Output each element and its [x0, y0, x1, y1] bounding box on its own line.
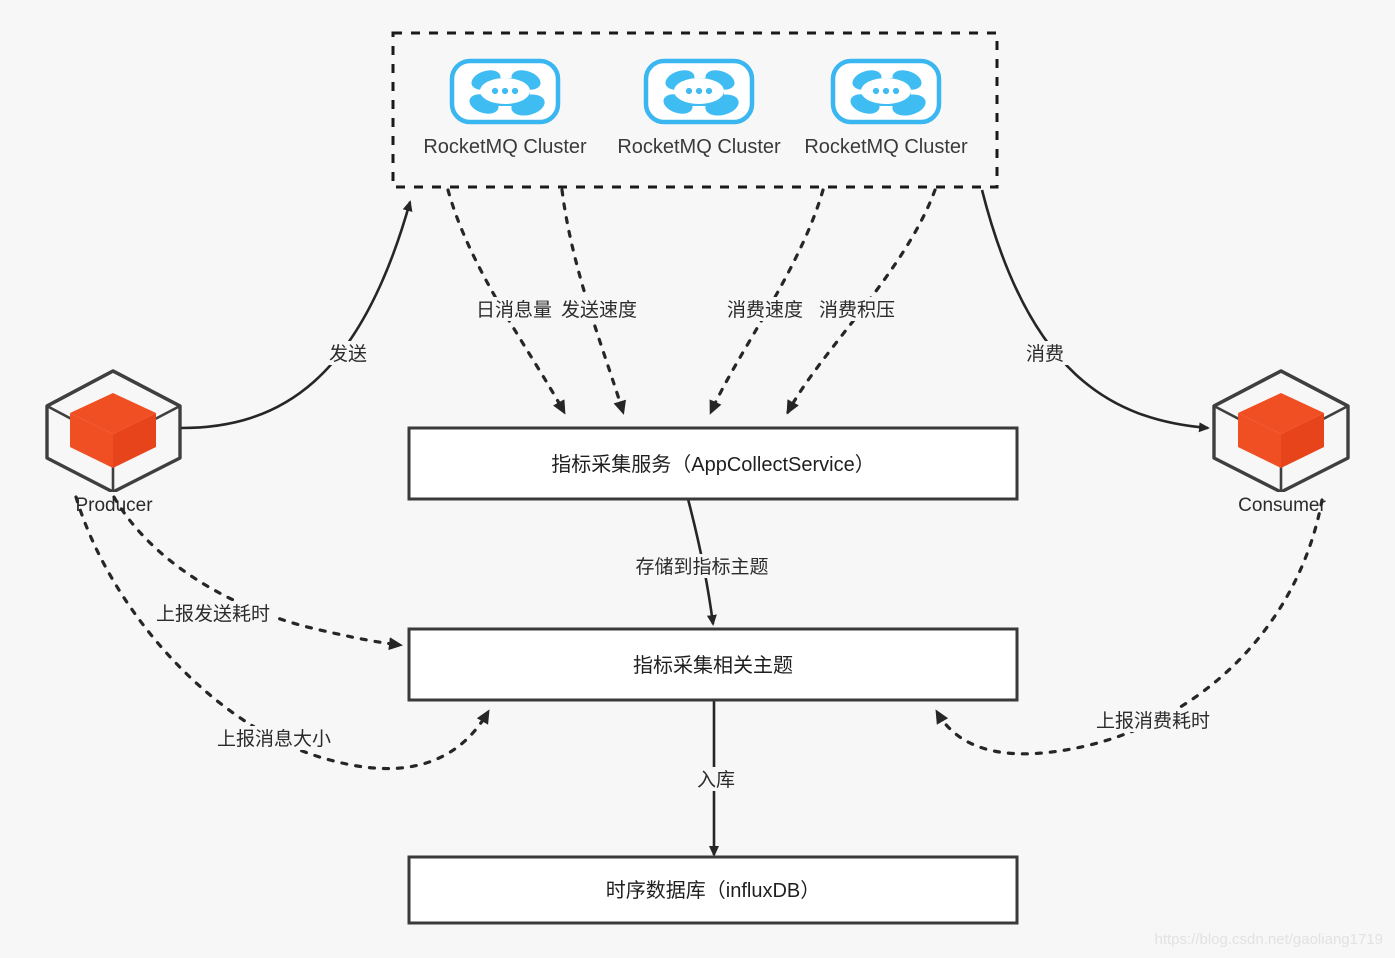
rocketmq-cluster-1-label: RocketMQ Cluster — [423, 136, 587, 158]
svg-text:消费速度: 消费速度 — [727, 299, 803, 321]
svg-text:入库: 入库 — [697, 769, 735, 791]
edge-label-consume-backlog: 消费积压 — [818, 297, 896, 321]
svg-text:消费: 消费 — [1026, 343, 1064, 365]
open-box-icon — [1212, 369, 1350, 494]
edge-send — [180, 200, 413, 430]
cube-icon — [1238, 393, 1324, 468]
producer-node[interactable]: Producer — [45, 369, 182, 516]
metric-topic-label: 指标采集相关主题 — [633, 654, 793, 677]
edge-label-consume-rate: 消费速度 — [726, 297, 804, 321]
collect-service-box[interactable]: 指标采集服务（AppCollectService） — [407, 426, 1019, 501]
svg-text:消费积压: 消费积压 — [819, 299, 895, 321]
svg-text:日消息量: 日消息量 — [476, 299, 552, 321]
producer-label: Producer — [75, 495, 153, 516]
cube-icon — [70, 393, 156, 468]
rocketmq-cluster-3[interactable]: RocketMQ Cluster — [804, 58, 968, 158]
svg-text:发送速度: 发送速度 — [561, 299, 637, 321]
collect-service-label: 指标采集服务（AppCollectService） — [551, 453, 874, 476]
rocketmq-icon — [643, 58, 755, 125]
svg-text:存储到指标主题: 存储到指标主题 — [635, 556, 768, 578]
edge-label-send-rate: 发送速度 — [560, 297, 638, 321]
edge-label-store-to-topic: 存储到指标主题 — [632, 554, 772, 578]
edge-consume — [980, 189, 1210, 433]
edge-label-report-message-size: 上报消息大小 — [212, 726, 336, 750]
edge-report-message-size — [74, 495, 490, 771]
rocketmq-icon — [449, 58, 561, 125]
influxdb-label: 时序数据库（influxDB） — [606, 879, 820, 902]
svg-text:发送: 发送 — [329, 343, 367, 365]
influxdb-box[interactable]: 时序数据库（influxDB） — [407, 855, 1019, 925]
svg-text:上报消息大小: 上报消息大小 — [217, 728, 331, 750]
rocketmq-cluster-2[interactable]: RocketMQ Cluster — [617, 58, 781, 158]
rocketmq-cluster-2-label: RocketMQ Cluster — [617, 136, 781, 158]
metric-topic-box[interactable]: 指标采集相关主题 — [407, 627, 1019, 702]
edge-label-report-consume-cost: 上报消费耗时 — [1091, 708, 1215, 732]
open-box-icon — [45, 369, 182, 494]
edge-label-consume: 消费 — [1020, 341, 1070, 365]
consumer-label: Consumer — [1238, 495, 1326, 516]
rocketmq-icon — [830, 58, 942, 125]
edge-label-into-db: 入库 — [692, 767, 740, 791]
svg-text:上报消费耗时: 上报消费耗时 — [1096, 710, 1210, 732]
watermark: https://blog.csdn.net/gaoliang1719 — [1154, 931, 1383, 948]
edge-label-daily-message-count: 日消息量 — [467, 297, 562, 321]
consumer-node[interactable]: Consumer — [1212, 369, 1350, 516]
rocketmq-cluster-1[interactable]: RocketMQ Cluster — [423, 58, 587, 158]
rocketmq-cluster-3-label: RocketMQ Cluster — [804, 136, 968, 158]
edge-report-send-cost — [112, 495, 403, 651]
edge-label-report-send-cost: 上报发送耗时 — [151, 601, 275, 625]
edge-label-send: 发送 — [323, 341, 373, 365]
svg-text:上报发送耗时: 上报发送耗时 — [156, 603, 270, 625]
edge-send-rate — [560, 188, 626, 415]
